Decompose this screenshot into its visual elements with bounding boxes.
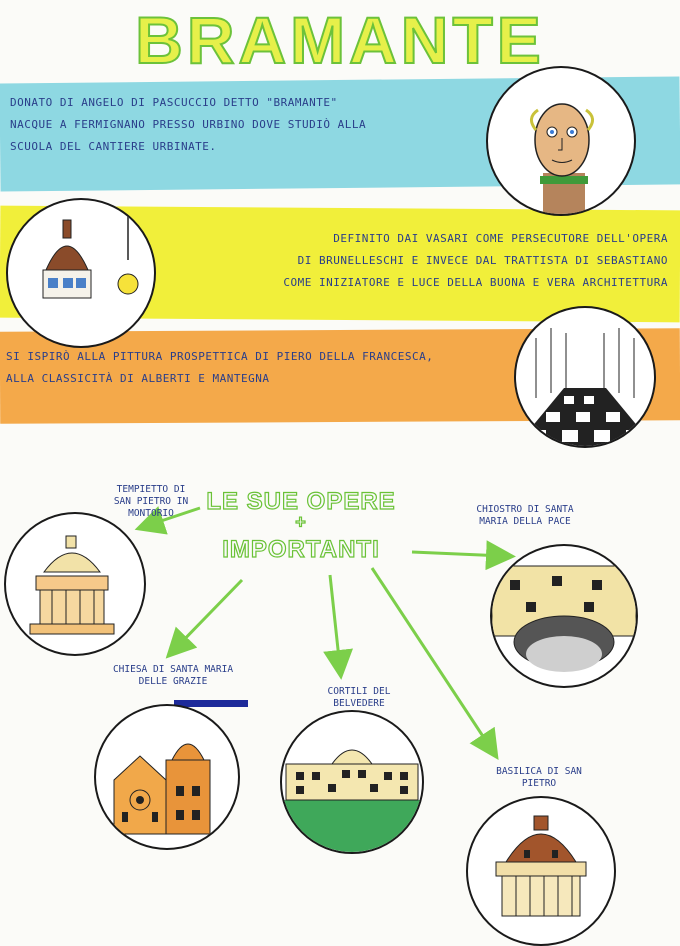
bio-line: scuola del cantiere urbinate. bbox=[10, 140, 217, 153]
ink-underline bbox=[174, 700, 248, 707]
arrow-basilica bbox=[370, 567, 499, 761]
vasari-line: di Brunelleschi e invece dal trattista d… bbox=[297, 254, 668, 267]
chiesa-icon bbox=[113, 743, 211, 835]
cortili-circle bbox=[280, 710, 424, 854]
bio-line: Nacque a Fermignano presso Urbino dove s… bbox=[10, 118, 367, 131]
arrow-chiesa bbox=[165, 578, 244, 659]
portrait-circle bbox=[486, 66, 636, 216]
basilica-icon bbox=[495, 815, 587, 917]
works-heading-line2: IMPORTANTI bbox=[222, 535, 380, 563]
tempietto-circle bbox=[4, 512, 146, 656]
label-cortili: Cortili del Belvedere bbox=[327, 686, 391, 709]
chiostro-circle bbox=[490, 544, 638, 688]
bio-line: Donato di Angelo di Pascuccio detto "Bra… bbox=[10, 96, 338, 109]
portrait-icon bbox=[530, 103, 594, 214]
chiostro-icon bbox=[492, 565, 636, 672]
page-title: BRAMANTE bbox=[134, 2, 545, 78]
cortili-icon bbox=[282, 749, 422, 852]
label-tempietto: Tempietto di San Pietro in Montorio bbox=[113, 484, 189, 519]
dome-circle bbox=[6, 198, 156, 348]
works-plus: + bbox=[295, 511, 307, 532]
arrow-chiostro bbox=[411, 540, 516, 571]
vasari-line: Definito dai Vasari come persecutore del… bbox=[333, 232, 668, 245]
tempietto-icon bbox=[29, 535, 115, 635]
chiesa-circle bbox=[94, 704, 240, 850]
label-chiesa: Chiesa di Santa Maria delle Grazie bbox=[112, 664, 234, 687]
basilica-circle bbox=[466, 796, 616, 946]
inspiration-line: alla classicità di Alberti e Mantegna bbox=[6, 372, 270, 385]
inspiration-line: Si ispirò alla pittura prospettica di Pi… bbox=[6, 350, 434, 363]
label-chiostro: Chiostro di Santa Maria della Pace bbox=[476, 504, 574, 527]
works-heading-line1: LE SUE OPERE bbox=[206, 487, 396, 515]
vasari-text: Definito dai Vasari come persecutore del… bbox=[198, 228, 668, 294]
inspiration-text: Si ispirò alla pittura prospettica di Pi… bbox=[6, 346, 506, 390]
vasari-line: come iniziatore e luce della buona e ver… bbox=[283, 276, 668, 289]
arrow-tempietto bbox=[134, 506, 201, 535]
dome-bulb-icon bbox=[42, 200, 139, 299]
label-basilica: Basilica di San Pietro bbox=[496, 766, 582, 789]
bio-text: Donato di Angelo di Pascuccio detto "Bra… bbox=[10, 92, 480, 158]
arrow-cortili bbox=[323, 574, 353, 680]
